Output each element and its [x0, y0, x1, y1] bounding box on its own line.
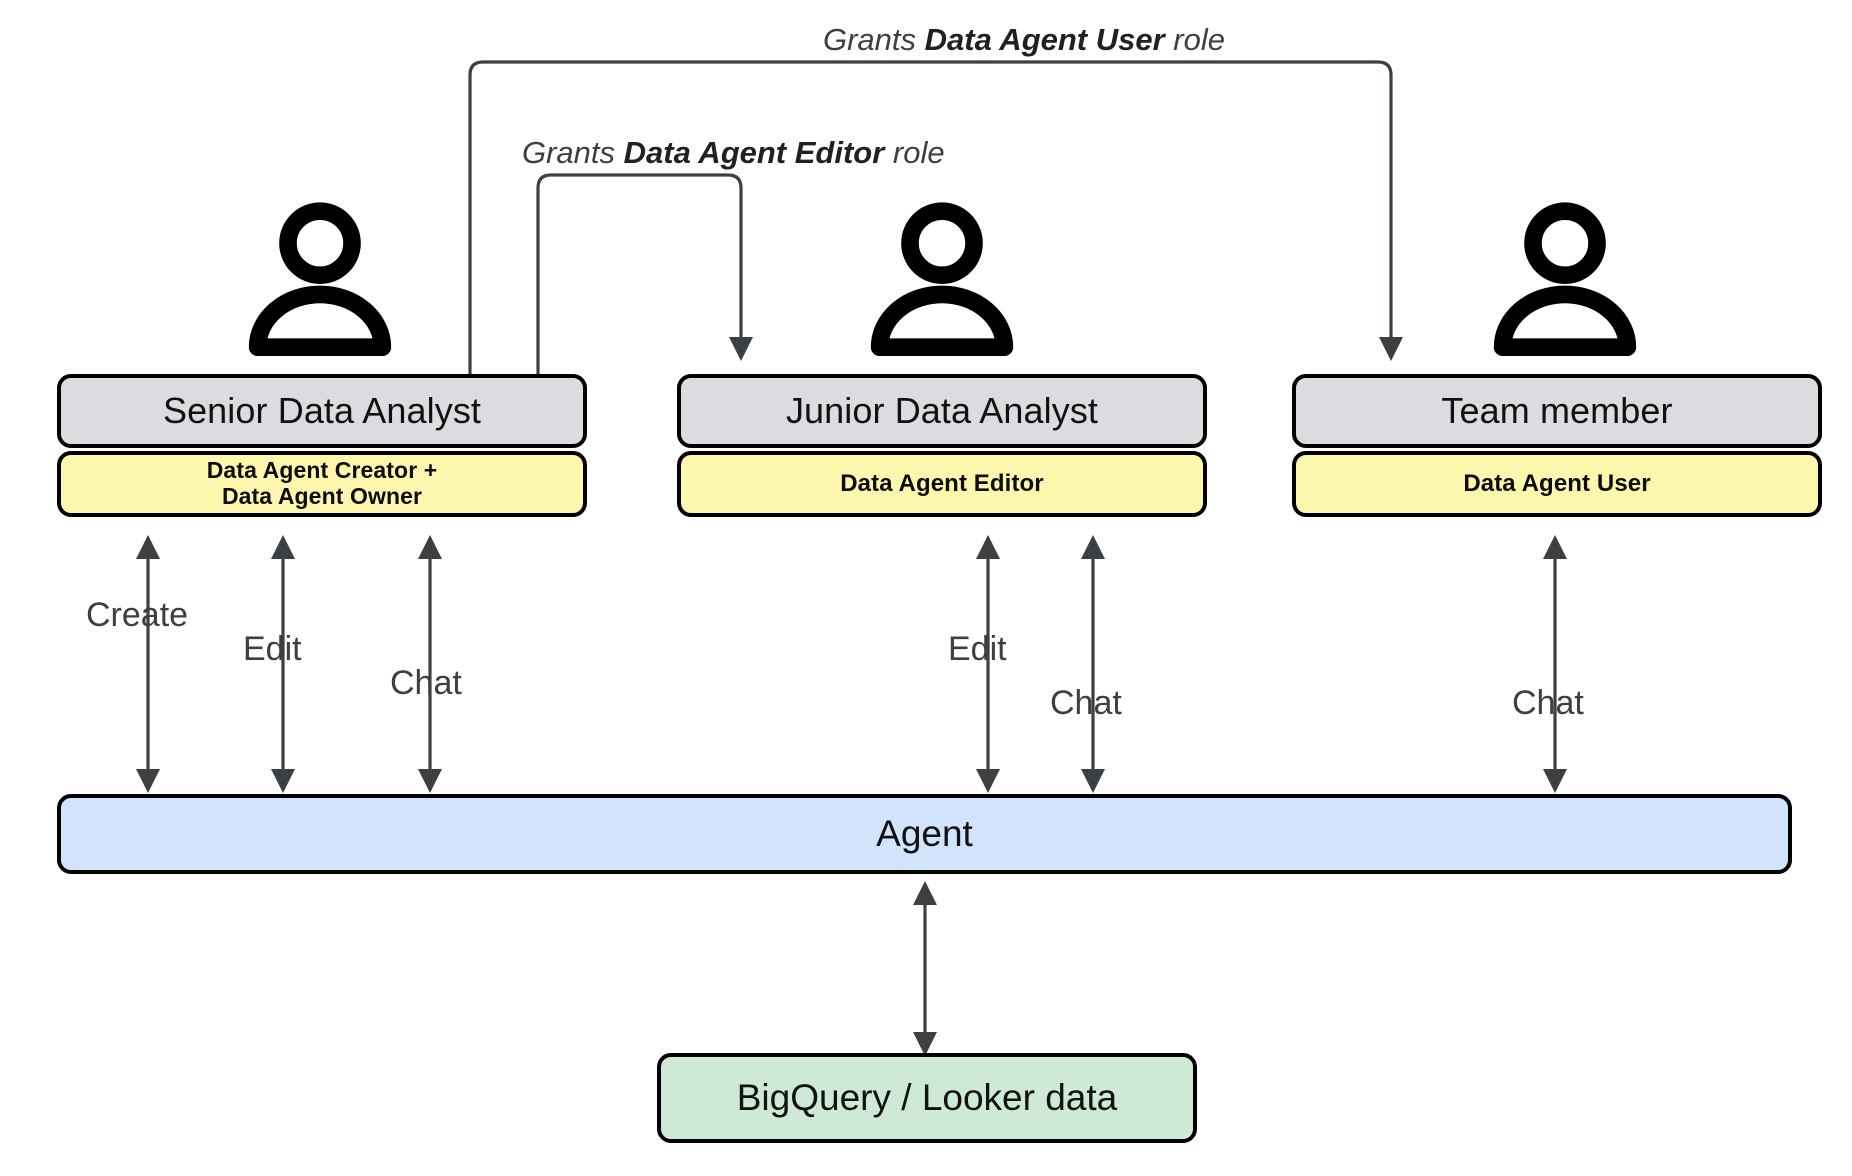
edge-label-junior-chat: Chat: [1050, 684, 1122, 722]
role-card-title: Junior Data Analyst: [677, 374, 1207, 448]
role-badge-junior-data-analyst: Data Agent Editor: [677, 451, 1207, 517]
role-card-senior-data-analyst[interactable]: Senior Data Analyst Data Agent Creator +…: [57, 374, 587, 517]
grant-label-data-agent-user: Grants Data Agent User role: [823, 24, 1225, 55]
role-badge-line-2: Data Agent Owner: [221, 483, 423, 509]
edge-label-team-chat: Chat: [1512, 684, 1584, 722]
edge-label-senior-create: Create: [86, 596, 189, 634]
role-card-junior-data-analyst[interactable]: Junior Data Analyst Data Agent Editor: [677, 374, 1207, 517]
grant-role: Data Agent Editor: [623, 135, 885, 170]
grant-suffix: role: [1164, 22, 1225, 57]
edge-label-senior-chat: Chat: [390, 664, 462, 702]
edge-label-junior-edit: Edit: [948, 630, 1007, 668]
role-card-title: Senior Data Analyst: [57, 374, 587, 448]
grant-suffix: role: [884, 135, 945, 170]
role-card-title: Team member: [1292, 374, 1822, 448]
connector-grant-data-agent-editor: [536, 173, 753, 375]
role-card-team-member[interactable]: Team member Data Agent User: [1292, 374, 1822, 517]
person-icon-senior-data-analyst: [240, 200, 400, 360]
role-badge-line-1: Data Agent Creator +: [206, 457, 438, 484]
person-icon-team-member: [1485, 200, 1645, 360]
role-badge-senior-data-analyst: Data Agent Creator + Data Agent Owner: [57, 451, 587, 517]
agent-bar[interactable]: Agent: [57, 794, 1792, 874]
role-badge-team-member: Data Agent User: [1292, 451, 1822, 517]
person-icon-junior-data-analyst: [862, 200, 1022, 360]
grant-role: Data Agent User: [924, 22, 1165, 57]
grant-prefix: Grants: [522, 135, 624, 170]
grant-label-data-agent-editor: Grants Data Agent Editor role: [522, 137, 945, 168]
datasource-box[interactable]: BigQuery / Looker data: [657, 1053, 1197, 1143]
edge-label-senior-edit: Edit: [243, 630, 302, 668]
grant-prefix: Grants: [823, 22, 925, 57]
